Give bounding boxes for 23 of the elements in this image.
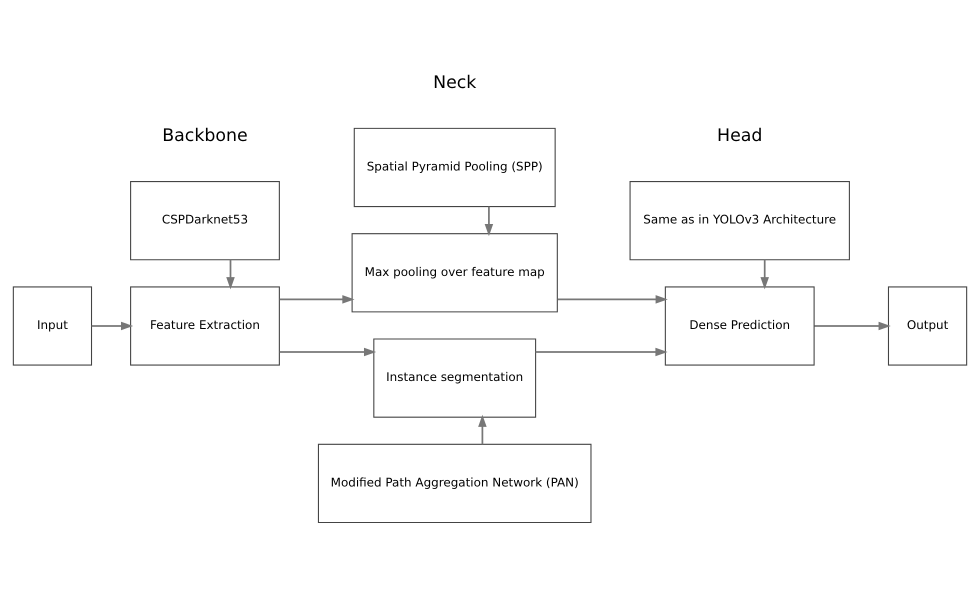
arrow bbox=[760, 260, 768, 290]
node-box: Spatial Pyramid Pooling (SPP) bbox=[353, 128, 556, 208]
node-box: Dense Prediction bbox=[664, 286, 814, 366]
arrow bbox=[91, 322, 133, 330]
arrow bbox=[484, 206, 493, 236]
arrow bbox=[535, 348, 668, 356]
node-box: Feature Extraction bbox=[130, 286, 280, 366]
label: Backbone bbox=[162, 126, 248, 146]
label: Neck bbox=[432, 72, 476, 93]
arrow bbox=[478, 414, 486, 444]
arrow bbox=[279, 348, 376, 356]
node-box: Max pooling over feature map bbox=[351, 233, 558, 312]
node-box: Modified Path Aggregation Network (PAN) bbox=[317, 444, 592, 524]
node-box: Instance segmentation bbox=[372, 338, 536, 418]
arrow bbox=[279, 295, 354, 304]
node-box: Output bbox=[887, 286, 967, 366]
label: Head bbox=[716, 126, 762, 146]
node-box: CSPDarknet53 bbox=[130, 181, 280, 260]
node-box: Input bbox=[12, 286, 92, 366]
node-box: Same as in YOLOv3 Architecture bbox=[629, 181, 850, 260]
arrow bbox=[814, 322, 890, 330]
arrow bbox=[226, 260, 234, 290]
arrow bbox=[557, 295, 668, 304]
